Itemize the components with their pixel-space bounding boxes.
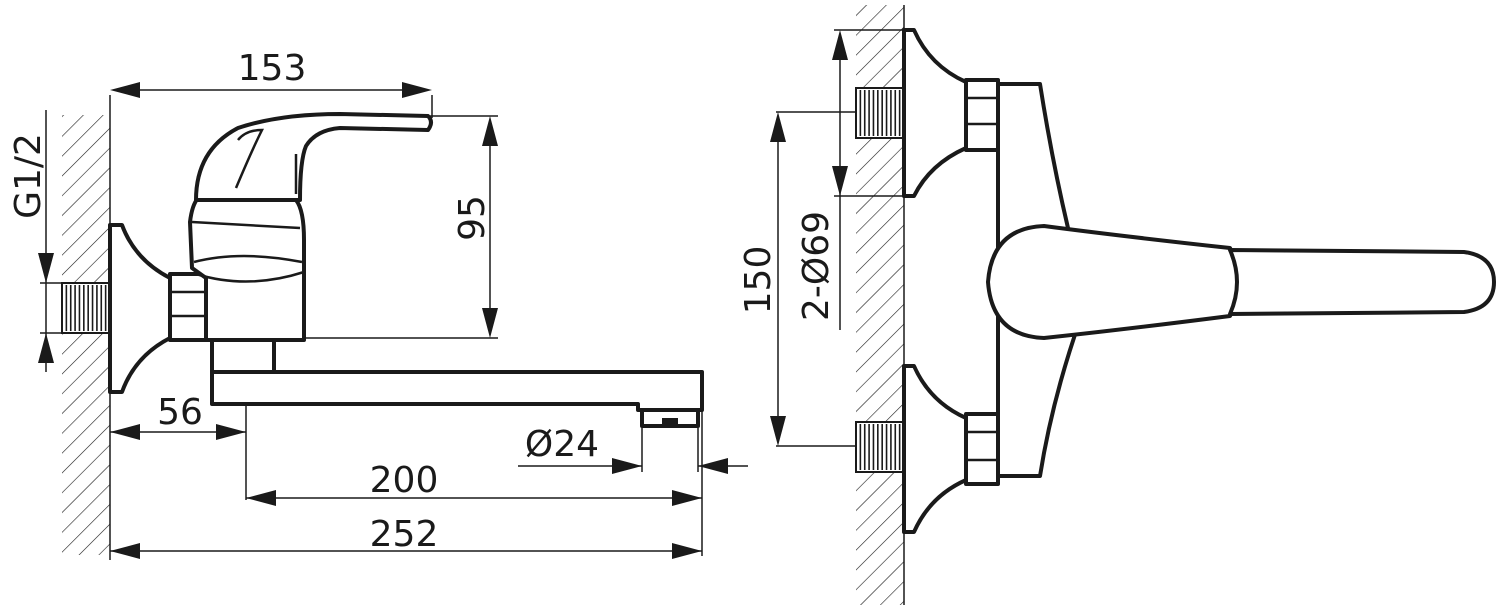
dim-200: 200	[370, 460, 439, 501]
side-dim-lines	[38, 82, 748, 559]
spout-connector	[210, 338, 276, 374]
wall-left	[62, 95, 111, 560]
lever-handle	[194, 112, 433, 202]
dim-o24: Ø24	[525, 424, 599, 465]
dim-95: 95	[452, 195, 493, 241]
escutcheon	[108, 223, 172, 394]
upper-inlet	[855, 28, 1000, 198]
dim-153: 153	[238, 48, 307, 89]
dim-252: 252	[370, 514, 439, 555]
aerator	[640, 408, 700, 428]
side-view: 153 95 G1/2 56 Ø24 200 252	[8, 48, 748, 560]
lever-arm	[1228, 248, 1496, 316]
mixer-body	[188, 196, 306, 342]
front-dim-lines	[770, 29, 904, 447]
lower-inlet	[855, 364, 1000, 534]
dim-g1-2: G1/2	[8, 133, 49, 219]
handle-front	[986, 224, 1240, 340]
spout	[210, 370, 704, 412]
dim-150: 150	[738, 246, 779, 315]
dim-2-o69: 2-Ø69	[796, 211, 837, 321]
front-view: 150 2-Ø69	[738, 5, 1496, 605]
thread-inlet	[61, 282, 111, 334]
dim-56: 56	[157, 392, 203, 433]
nut	[168, 272, 208, 342]
